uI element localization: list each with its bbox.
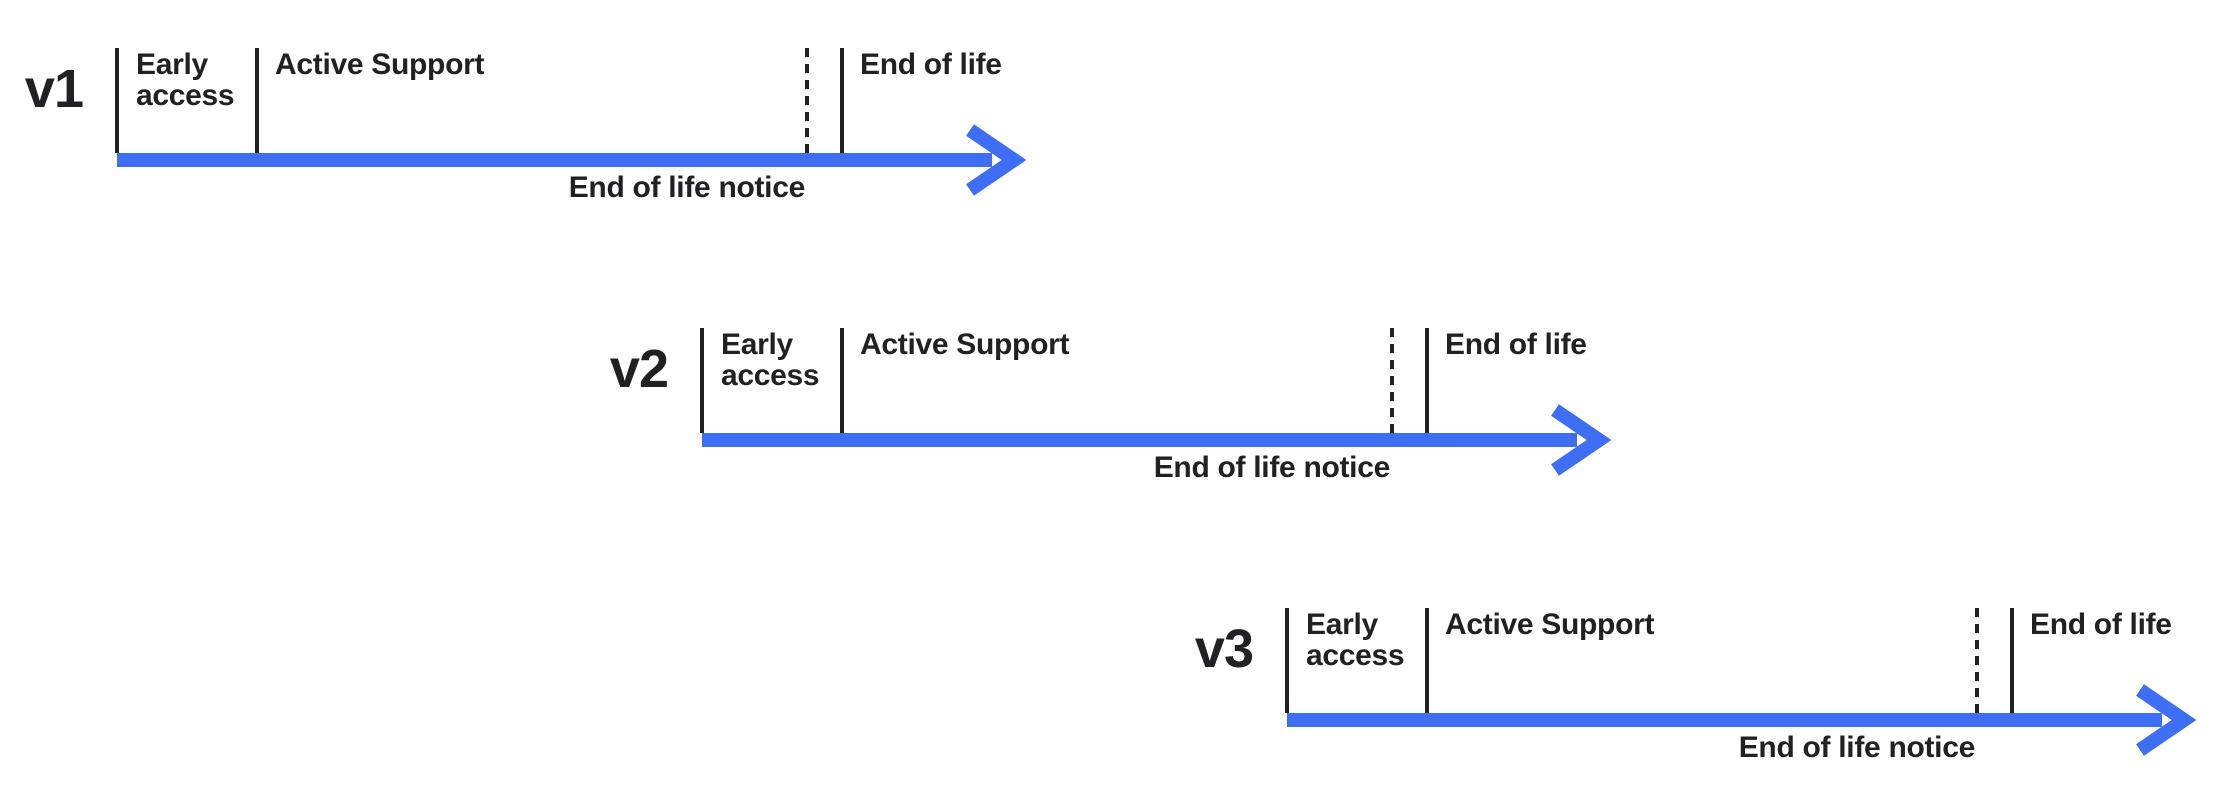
- end-of-life-label: End of life: [1445, 328, 1587, 361]
- version-label: v2: [609, 339, 669, 399]
- active-support-label: Active Support: [275, 48, 485, 81]
- eol-notice-label: End of life notice: [1153, 451, 1391, 484]
- timeline-row-v3: v3 Early access Active Support End of li…: [1195, 608, 2228, 808]
- active-support-start-tick: [255, 48, 259, 153]
- early-access-start-tick: [115, 48, 119, 153]
- early-access-start-tick: [700, 328, 704, 433]
- early-access-label: Early access: [721, 328, 820, 392]
- early-access-label: Early access: [136, 48, 235, 112]
- early-access-start-tick: [1285, 608, 1289, 713]
- timeline-arrow-icon: [117, 124, 1027, 196]
- end-of-life-tick: [1425, 328, 1429, 433]
- active-support-label: Active Support: [860, 328, 1070, 361]
- eol-notice-dashed-line: [805, 48, 809, 153]
- version-label: v1: [24, 59, 84, 119]
- early-access-label: Early access: [1306, 608, 1405, 672]
- eol-notice-label: End of life notice: [568, 171, 806, 204]
- version-label: v3: [1194, 619, 1254, 679]
- active-support-start-tick: [840, 328, 844, 433]
- eol-notice-label: End of life notice: [1738, 731, 1976, 764]
- end-of-life-tick: [2010, 608, 2014, 713]
- active-support-label: Active Support: [1445, 608, 1655, 641]
- timeline-arrow-icon: [1287, 684, 2197, 756]
- end-of-life-label: End of life: [2030, 608, 2172, 641]
- timeline-arrow-icon: [702, 404, 1612, 476]
- eol-notice-dashed-line: [1975, 608, 1979, 713]
- timeline-row-v1: v1 Early access Active Support End of li…: [25, 48, 1177, 248]
- end-of-life-label: End of life: [860, 48, 1002, 81]
- end-of-life-tick: [840, 48, 844, 153]
- timeline-row-v2: v2 Early access Active Support End of li…: [610, 328, 1762, 528]
- active-support-start-tick: [1425, 608, 1429, 713]
- eol-notice-dashed-line: [1390, 328, 1394, 433]
